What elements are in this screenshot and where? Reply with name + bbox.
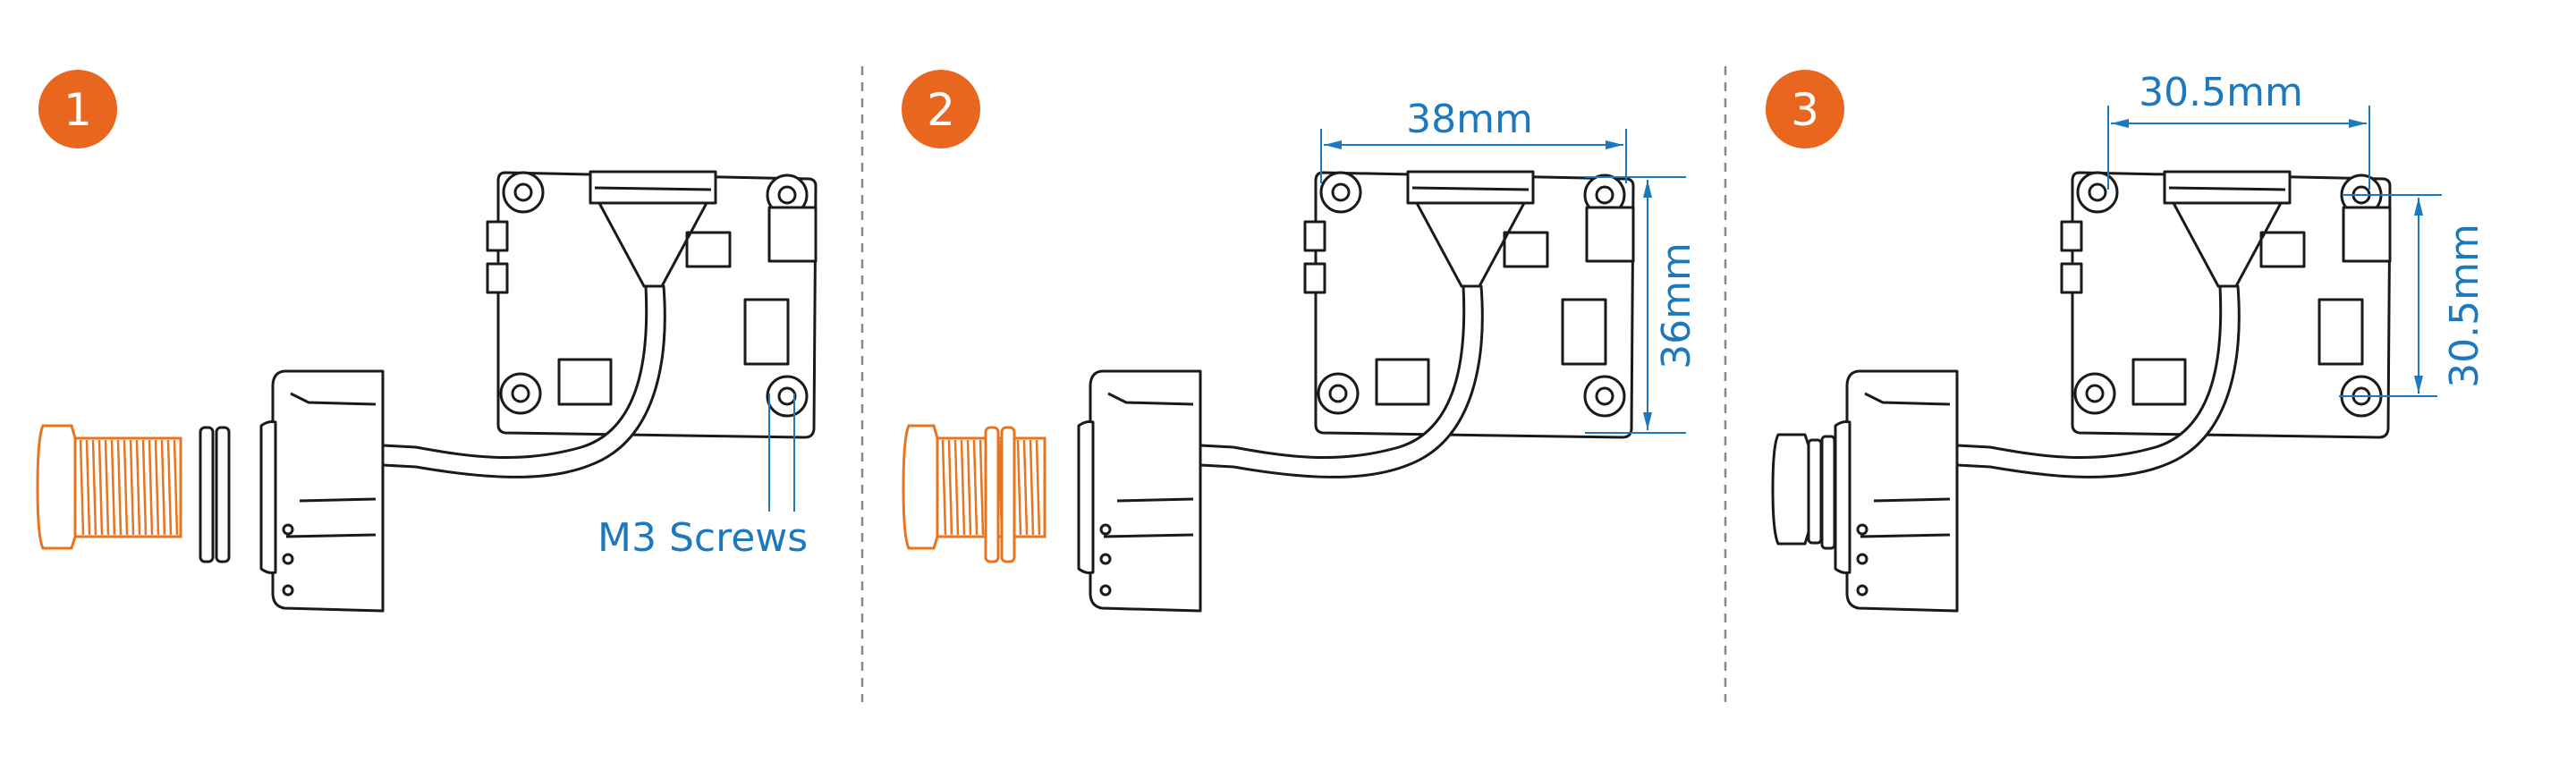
step-number: 1 — [64, 84, 92, 136]
step-badge — [1766, 70, 1844, 148]
height-dimension-label: 36mm — [1654, 242, 1699, 369]
lens-icon — [902, 424, 1046, 550]
step-3: 3 30.5mm 30.5mm — [1766, 70, 2487, 613]
lens-icon — [36, 424, 182, 550]
step-number: 2 — [927, 84, 955, 136]
step-1: 1 M3 Screws — [36, 70, 818, 613]
step-2: 2 38mm 36mm — [902, 70, 1699, 613]
width-dimension-label: 38mm — [1406, 97, 1533, 142]
width-dimension-label: 30.5mm — [2139, 70, 2303, 115]
step-badge — [902, 70, 980, 148]
step-number: 3 — [1791, 84, 1819, 136]
step-badge — [38, 70, 117, 148]
m3-screws-label: M3 Screws — [597, 515, 808, 561]
lens-icon — [1771, 433, 1836, 550]
height-dimension-label: 30.5mm — [2442, 224, 2487, 388]
